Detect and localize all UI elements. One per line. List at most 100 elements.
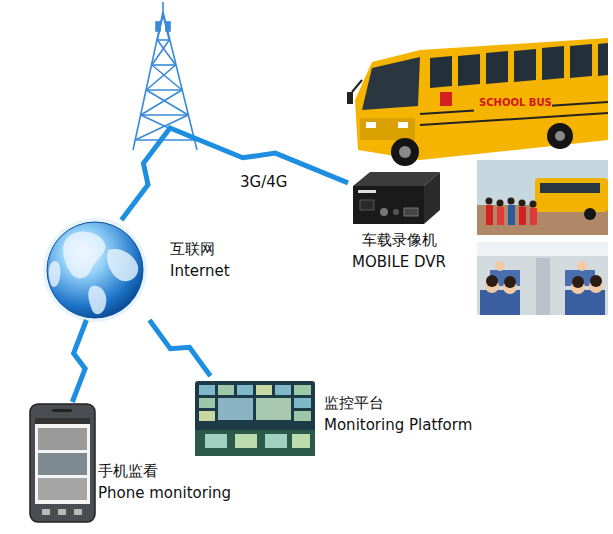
cell-tower bbox=[146, 89, 182, 91]
cell-tower bbox=[163, 15, 169, 40]
school-bus-photo bbox=[570, 44, 592, 78]
bus-stop-photo bbox=[497, 207, 504, 225]
smartphone bbox=[74, 509, 82, 515]
node-label: 手机监看 bbox=[98, 460, 231, 482]
school-bus-photo bbox=[542, 46, 564, 80]
mobile-dvr bbox=[393, 209, 399, 215]
node-label: Phone monitoring bbox=[98, 482, 231, 504]
bus-stop-photo bbox=[508, 198, 515, 205]
smartphone bbox=[38, 478, 87, 500]
device-node: 互联网Internet bbox=[45, 220, 238, 320]
monitoring-room-photo bbox=[292, 434, 310, 448]
monitoring-room-photo bbox=[275, 385, 291, 395]
smartphone bbox=[38, 428, 87, 450]
bus-stop-photo bbox=[477, 160, 608, 235]
school-bus-photo bbox=[366, 122, 376, 128]
monitoring-room-photo bbox=[199, 411, 215, 421]
cell-tower bbox=[135, 139, 194, 141]
internet-globe bbox=[88, 286, 106, 315]
internet-globe bbox=[107, 249, 138, 281]
cell-tower bbox=[152, 65, 182, 90]
printed-label: SCHOOL BUS bbox=[479, 97, 552, 109]
cell-tower bbox=[133, 2, 197, 150]
bus-interior-photo bbox=[486, 275, 498, 287]
bus-stop-photo bbox=[530, 201, 537, 208]
node-label: 监控平台 bbox=[324, 392, 472, 414]
school-bus-photo bbox=[458, 54, 480, 86]
monitoring-room-photo bbox=[237, 385, 253, 395]
monitoring-room-photo bbox=[294, 385, 311, 395]
monitoring-room-photo bbox=[205, 434, 227, 448]
monitoring-room-photo bbox=[294, 398, 311, 408]
node-label: 车载录像机 bbox=[352, 229, 446, 251]
school-bus-photo bbox=[345, 30, 608, 166]
cell-tower bbox=[166, 22, 170, 31]
bus-interior-photo bbox=[504, 276, 516, 288]
bus-interior-photo bbox=[480, 290, 520, 315]
monitoring-room-photo bbox=[195, 381, 315, 456]
monitoring-room-photo bbox=[195, 381, 315, 456]
school-bus-photo bbox=[391, 138, 419, 166]
bus-stop-photo bbox=[519, 207, 526, 225]
bus-stop-photo bbox=[486, 198, 493, 205]
internet-globe bbox=[47, 222, 143, 318]
school-bus-photo bbox=[345, 30, 608, 165]
school-bus-photo bbox=[362, 57, 420, 110]
bus-stop-photo bbox=[508, 205, 515, 225]
smartphone bbox=[42, 509, 50, 515]
cell-tower bbox=[152, 40, 169, 65]
internet-globe bbox=[49, 261, 61, 287]
school-bus-photo bbox=[420, 113, 608, 125]
smartphone bbox=[30, 404, 95, 522]
device-node: 监控平台Monitoring Platform bbox=[192, 376, 478, 458]
school-bus-photo bbox=[347, 92, 353, 104]
school-bus-photo bbox=[555, 131, 565, 141]
bus-stop-photo bbox=[477, 160, 608, 235]
monitoring-room-photo bbox=[294, 411, 311, 421]
wireless-link bbox=[121, 128, 348, 220]
school-bus-photo bbox=[360, 118, 415, 140]
school-bus-photo bbox=[474, 95, 552, 112]
monitoring-room-photo bbox=[256, 385, 272, 395]
bus-stop-photo bbox=[584, 208, 596, 220]
node-label: 互联网 bbox=[170, 238, 230, 260]
bus-stop-photo bbox=[519, 200, 526, 207]
cell-tower bbox=[146, 65, 175, 90]
bus-interior-photo bbox=[572, 276, 584, 288]
internet-globe bbox=[47, 222, 143, 318]
monitoring-room-photo bbox=[265, 434, 287, 448]
monitoring-room-photo bbox=[218, 385, 234, 395]
cell-tower bbox=[157, 39, 169, 41]
mobile-dvr bbox=[358, 190, 376, 193]
bus-interior-photo bbox=[477, 242, 608, 315]
bus-interior-photo bbox=[536, 258, 550, 315]
bus-stop-photo bbox=[497, 200, 504, 207]
node-label: MOBILE DVR bbox=[352, 251, 446, 273]
cell-tower bbox=[152, 64, 176, 66]
cell-tower bbox=[141, 114, 188, 116]
smartphone bbox=[35, 418, 90, 504]
mobile-dvr bbox=[353, 172, 440, 224]
bus-interior-photo bbox=[495, 261, 505, 271]
mobile-dvr bbox=[380, 208, 388, 216]
node-label: Monitoring Platform bbox=[324, 414, 472, 436]
node-label: Internet bbox=[170, 260, 230, 282]
smartphone bbox=[52, 409, 72, 412]
mobile-dvr bbox=[424, 172, 440, 224]
bus-interior-photo bbox=[477, 242, 608, 315]
smartphone bbox=[30, 404, 95, 522]
internet-globe bbox=[43, 218, 147, 322]
internet-globe bbox=[63, 231, 105, 278]
bus-stop-photo bbox=[486, 205, 493, 225]
bus-stop-photo bbox=[530, 208, 537, 225]
bus-interior-photo bbox=[590, 275, 602, 287]
monitoring-room-photo bbox=[256, 398, 291, 420]
bus-interior-photo bbox=[577, 261, 587, 271]
smartphone bbox=[58, 509, 66, 515]
wireless-link bbox=[72, 320, 86, 402]
school-bus-photo bbox=[430, 56, 452, 88]
